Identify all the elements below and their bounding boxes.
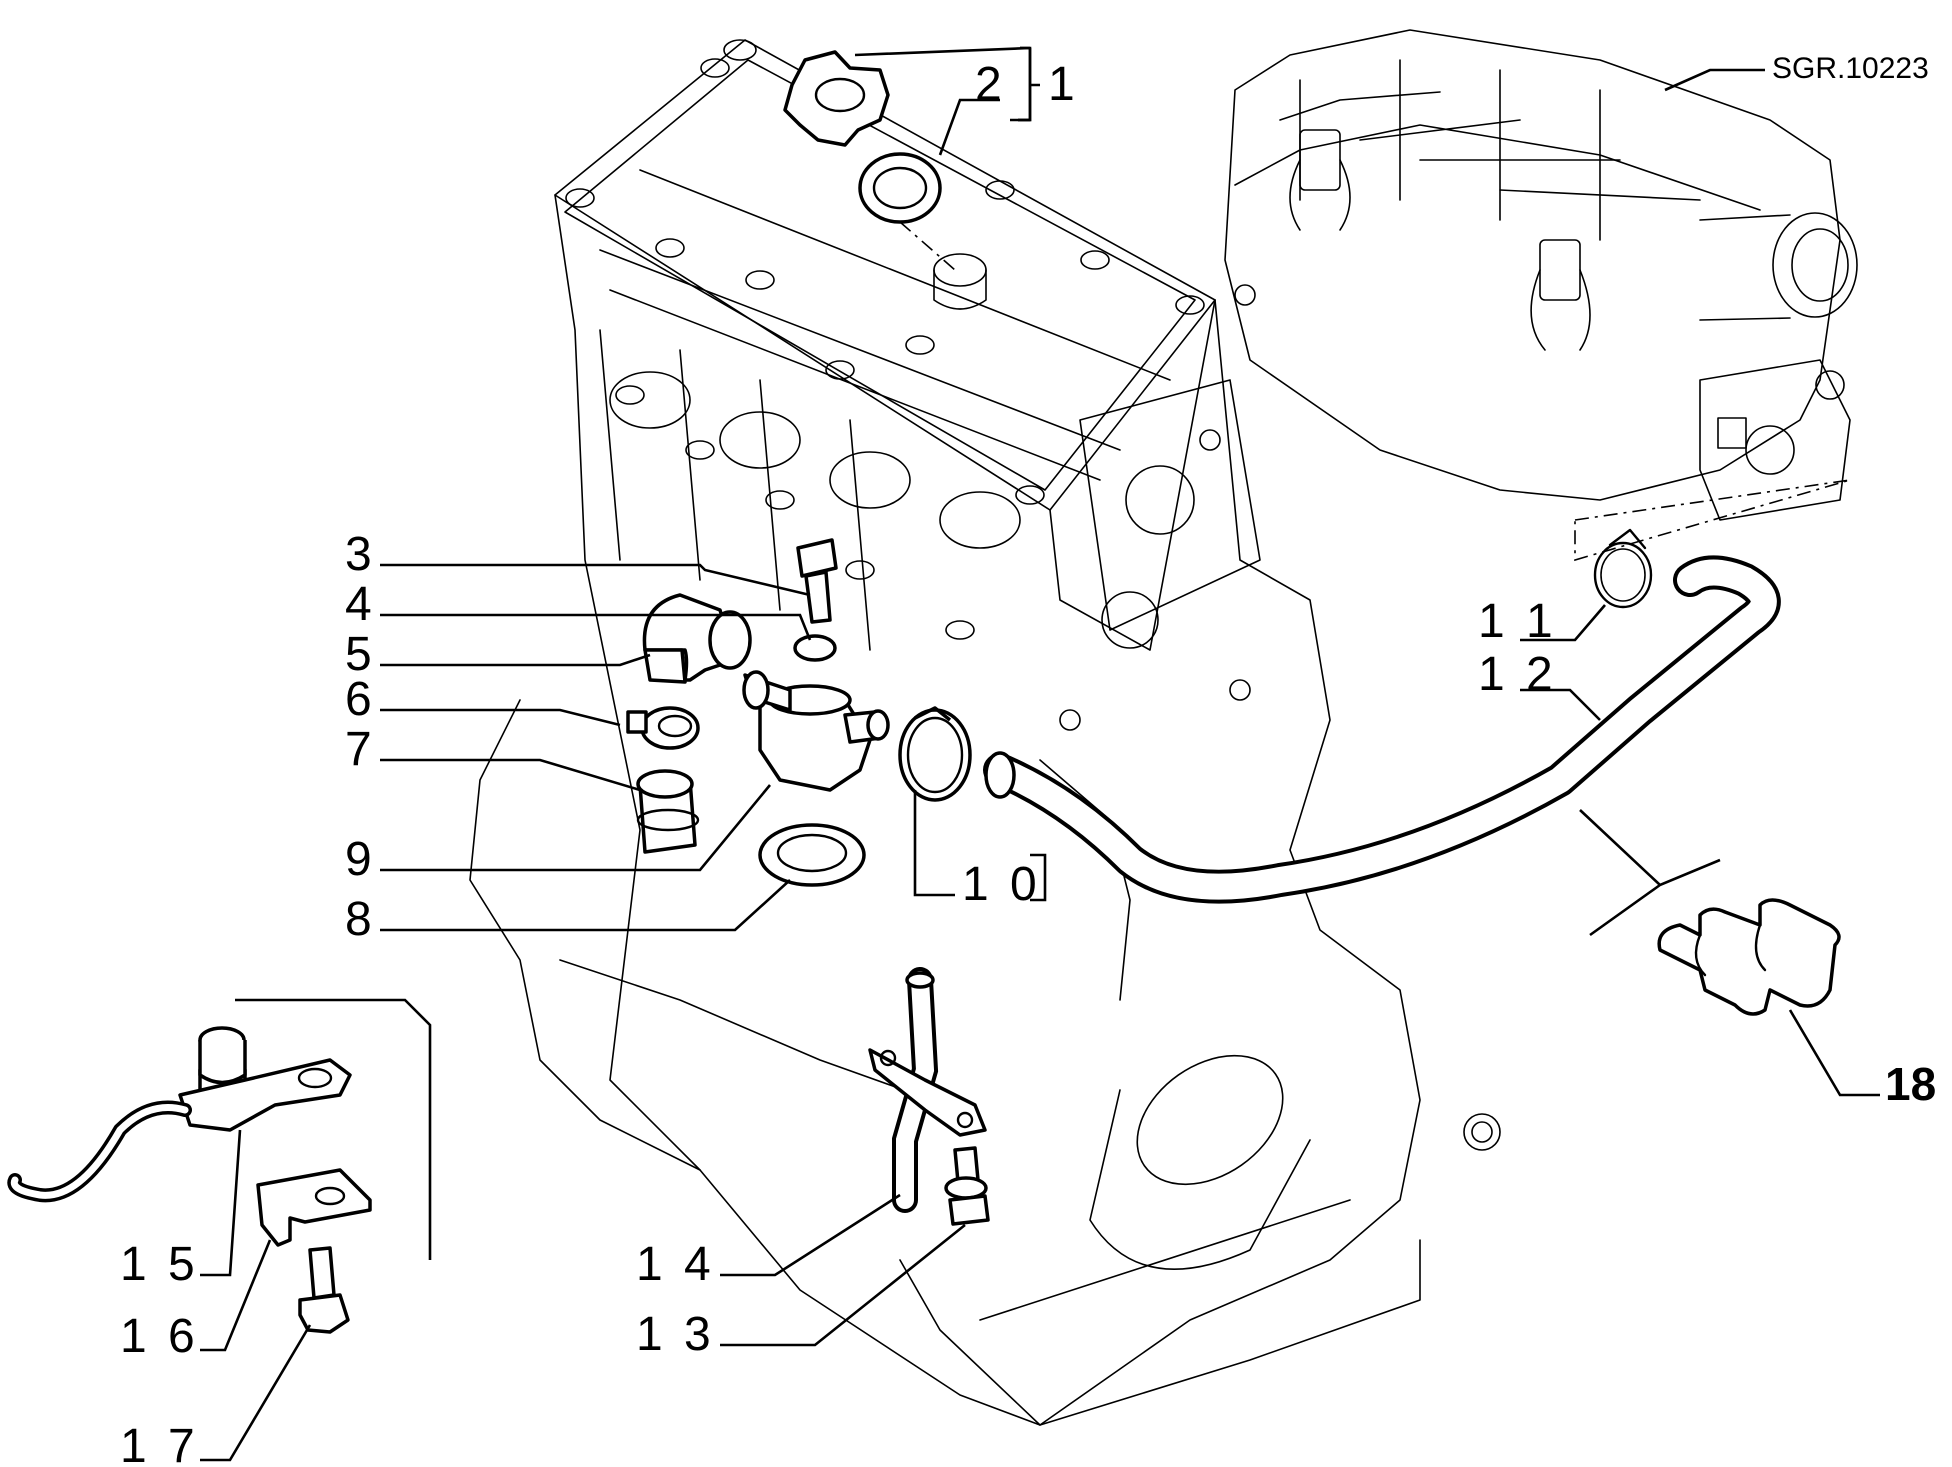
- head-bolt-bosses: [565, 39, 1205, 640]
- callout-3: 3: [345, 528, 376, 581]
- thermostat-housing-part-9: [742, 670, 890, 792]
- callout-16: 1 6: [120, 1310, 199, 1363]
- cap-axis-line: [899, 221, 956, 271]
- bolt-part-13: [944, 1146, 990, 1226]
- callout-8: 8: [345, 893, 376, 946]
- hose-support-clip-part-18: [1657, 898, 1841, 1016]
- spring-clip-part-10: [898, 706, 972, 802]
- coolant-hose-part-12: [983, 555, 1781, 904]
- oil-filler-cap: [783, 50, 890, 147]
- callout-labels: 1 2 3 4 5 6 7 8 9 1 0 1 1 1 2 1 3 1 4 1 …: [120, 52, 1936, 1467]
- callout-7: 7: [345, 723, 376, 776]
- callout-6: 6: [345, 673, 376, 726]
- fitting-part-7: [636, 769, 700, 854]
- elbow-hose-part-5: [642, 593, 752, 684]
- bolt-part-3: [796, 538, 838, 624]
- callout-17: 1 7: [120, 1420, 199, 1467]
- leader-lines: [200, 46, 1880, 1462]
- callout-12: 1 2: [1478, 648, 1557, 701]
- air-cleaner-housing-drawing: [1224, 29, 1858, 562]
- mount-dash-line: [1574, 479, 1851, 562]
- callout-15: 1 5: [120, 1238, 199, 1291]
- plate-part-16: [256, 1168, 372, 1247]
- callout-10: 1 0: [962, 858, 1041, 911]
- washer-part-4: [793, 634, 837, 662]
- callout-9: 9: [345, 833, 376, 886]
- cap-seal-ring: [858, 152, 942, 224]
- gasket-part-8: [758, 823, 866, 887]
- hose-clamp-part-11: [1593, 528, 1653, 609]
- drawing-reference-code: SGR.10223: [1772, 52, 1929, 85]
- bolt-part-17: [298, 1246, 350, 1334]
- hose-clamp-part-6: [626, 706, 700, 750]
- callout-18: 18: [1885, 1058, 1936, 1110]
- callout-13: 1 3: [636, 1308, 715, 1361]
- callout-1: 1: [1048, 58, 1079, 111]
- callout-14: 1 4: [636, 1238, 715, 1291]
- callout-11: 1 1: [1478, 595, 1557, 648]
- metal-pipe-part-14: [868, 967, 987, 1213]
- callout-4: 4: [345, 578, 376, 631]
- callout-2: 2: [975, 58, 1006, 111]
- engine-block-drawing: [469, 39, 1501, 1426]
- callout-5: 5: [345, 628, 376, 681]
- sensor-bracket-part-15: [7, 1026, 352, 1203]
